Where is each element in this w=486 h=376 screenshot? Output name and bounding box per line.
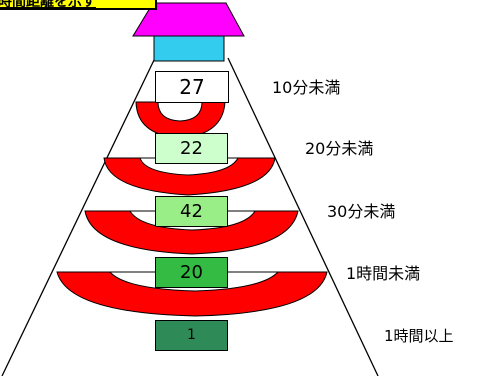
- level-2-label: 20分未満: [305, 139, 374, 158]
- ring-level-4: [56, 271, 328, 317]
- level-4-value: 20: [155, 257, 228, 288]
- level-5-value: 1: [155, 320, 228, 351]
- ring-level-2: [103, 157, 276, 196]
- house-roof: [132, 2, 245, 37]
- level-4-label: 1時間未満: [346, 264, 421, 283]
- level-5-label: 1時間以上: [384, 327, 454, 345]
- house-chimney-block: [153, 33, 225, 62]
- level-3-value: 42: [155, 196, 228, 227]
- level-1-label: 10分未満: [272, 78, 341, 97]
- ring-level-3: [84, 210, 299, 255]
- level-3-label: 30分未満: [327, 202, 396, 221]
- level-1-value: 27: [155, 71, 229, 103]
- pyramid-right-edge: [227, 57, 379, 376]
- title-banner: 時間距離を示す: [0, 0, 157, 10]
- pyramid-left-edge: [1, 57, 156, 376]
- level-2-value: 22: [155, 133, 228, 164]
